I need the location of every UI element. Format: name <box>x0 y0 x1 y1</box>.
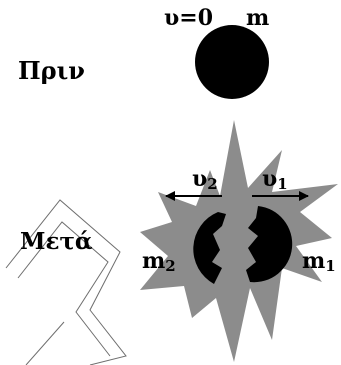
mass-right-label: m1 <box>302 248 336 275</box>
fragment-right <box>246 206 293 283</box>
after-label: Μετά <box>20 228 93 255</box>
velocity-left-label: υ2 <box>192 166 218 193</box>
fragment-left <box>193 212 226 284</box>
mass-left-label: m2 <box>142 248 176 275</box>
before-velocity-label: υ=0 <box>164 5 213 31</box>
zigzag-outline <box>5 199 127 365</box>
before-mass-label: m <box>246 5 269 31</box>
ball-before <box>195 25 269 99</box>
explosion-burst <box>140 120 338 362</box>
before-label: Πριν <box>18 56 85 85</box>
velocity-right-label: υ1 <box>262 166 288 193</box>
